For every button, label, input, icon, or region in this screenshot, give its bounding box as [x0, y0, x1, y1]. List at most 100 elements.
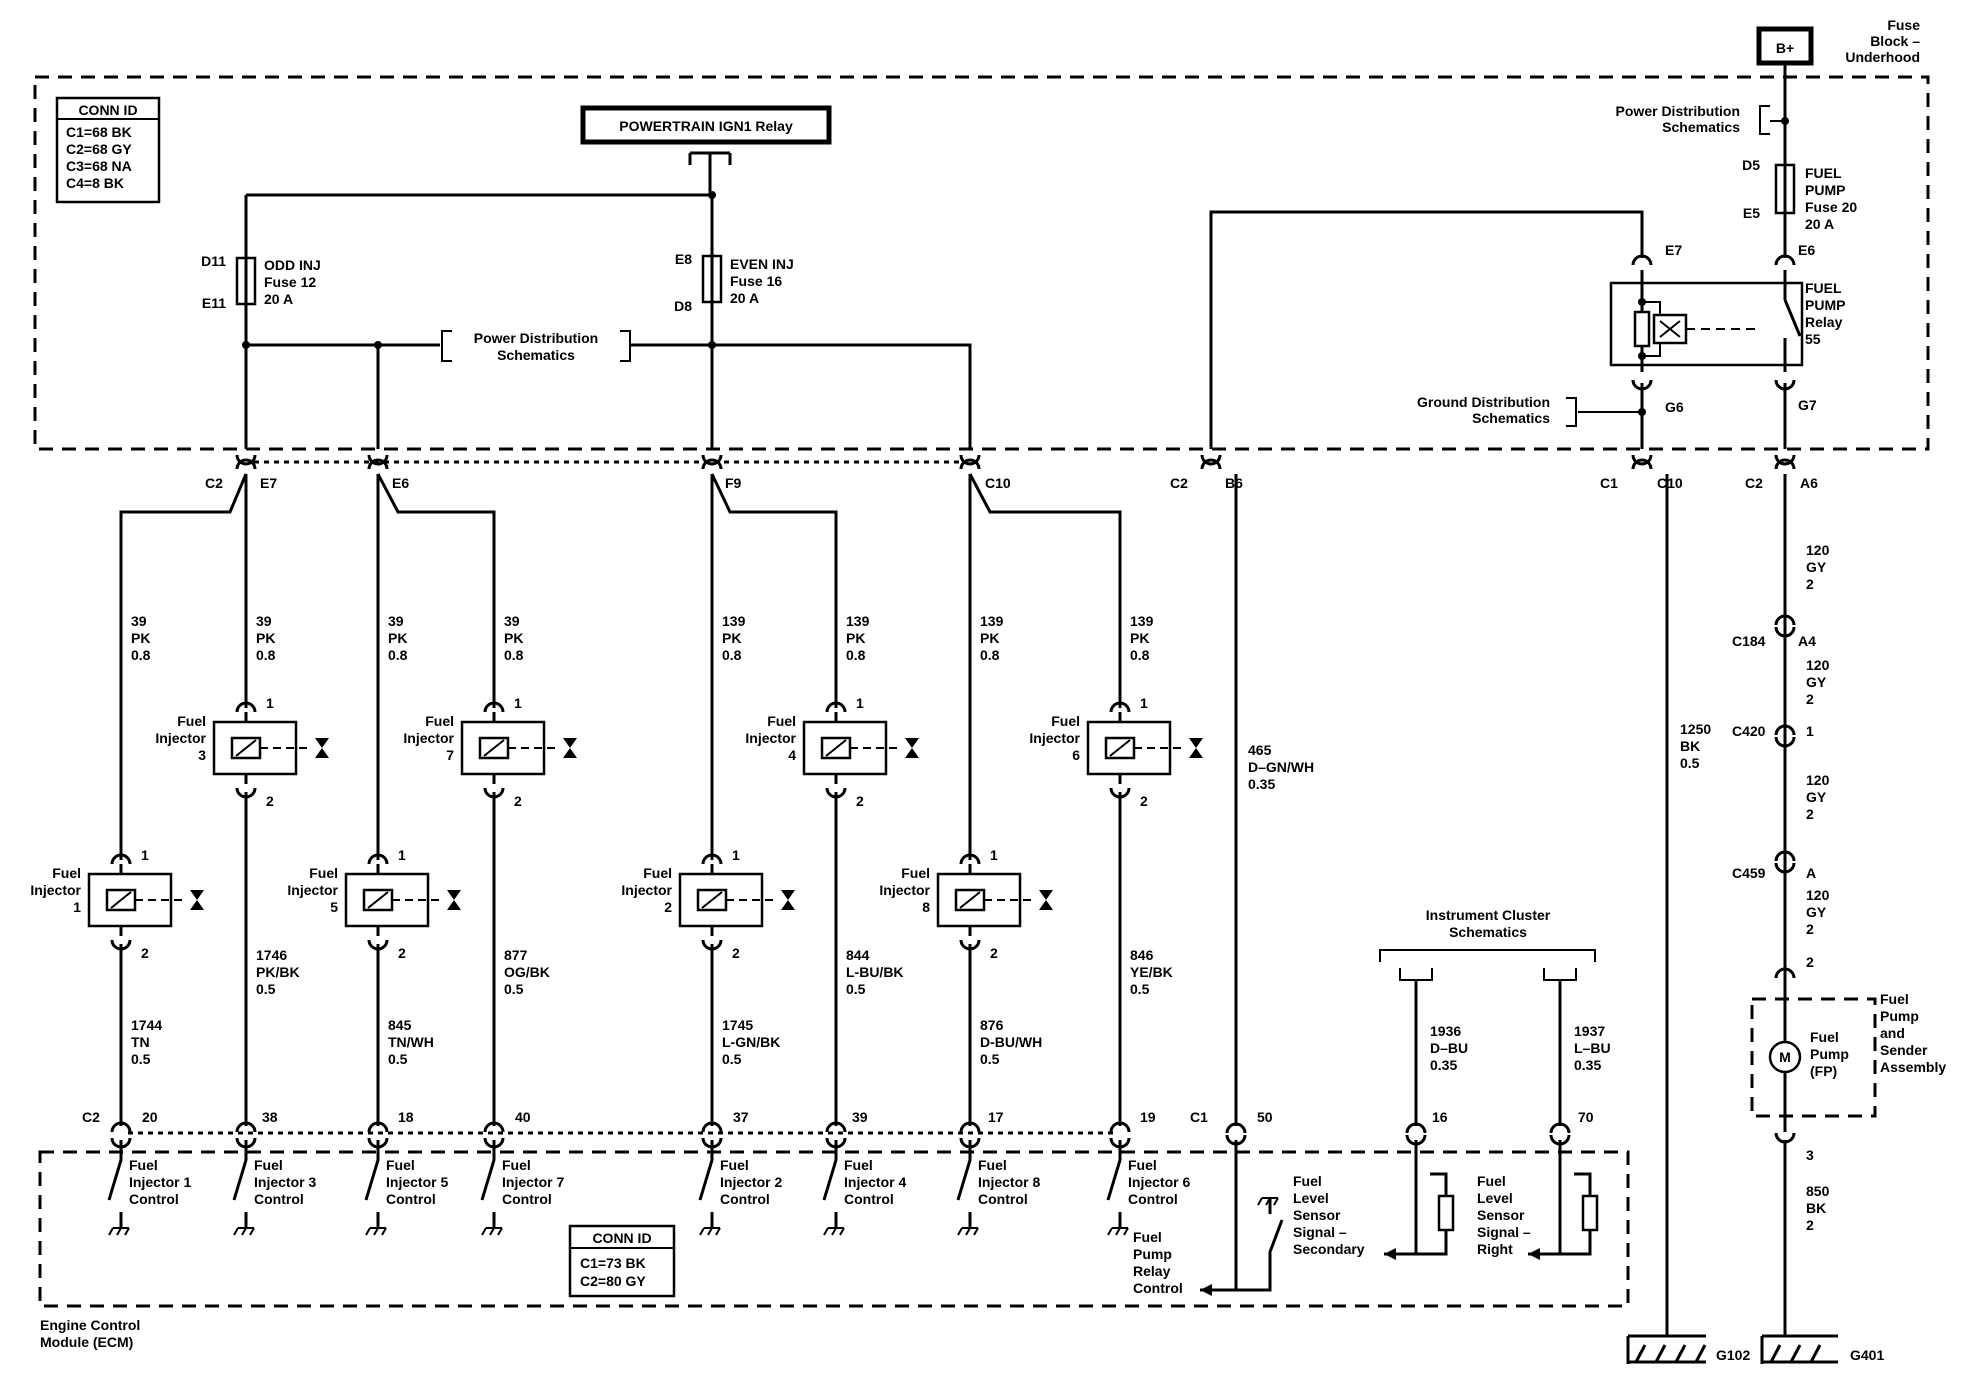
- pump-wire-label: 120: [1806, 887, 1830, 903]
- injector-pin: 2: [1140, 793, 1148, 809]
- injector-pin: 2: [266, 793, 274, 809]
- injector-pin: 2: [732, 945, 740, 961]
- wire-label-bottom: 846: [1130, 947, 1154, 963]
- svg-text:A4: A4: [1798, 633, 1816, 649]
- wire-label-bottom: 1746: [256, 947, 287, 963]
- wire-label-bottom: 0.5: [256, 981, 276, 997]
- injector-label: Injector: [745, 730, 796, 746]
- svg-text:CONN ID: CONN ID: [592, 1230, 651, 1246]
- pump-wire-label: 2: [1806, 806, 1814, 822]
- ecm-outline: [38, 1150, 1630, 1308]
- fuse-block-label-1: Fuse: [1887, 17, 1920, 33]
- svg-text:and: and: [1880, 1025, 1905, 1041]
- wire-label-top: 0.8: [846, 647, 866, 663]
- svg-text:465: 465: [1248, 742, 1272, 758]
- svg-text:EVEN INJ: EVEN INJ: [730, 256, 794, 272]
- svg-text:55: 55: [1805, 331, 1821, 347]
- svg-text:2: 2: [1806, 1217, 1814, 1233]
- injector-label: Fuel: [425, 713, 454, 729]
- injector-pin: 2: [398, 945, 406, 961]
- svg-text:E7: E7: [1665, 242, 1682, 258]
- wire-label-top: 139: [846, 613, 870, 629]
- conn-id-line: C2=68 GY: [66, 141, 132, 157]
- injector-number: 6: [1072, 747, 1080, 763]
- svg-text:Assembly: Assembly: [1880, 1059, 1946, 1075]
- svg-text:Fuel: Fuel: [1133, 1229, 1162, 1245]
- svg-text:L–BU: L–BU: [1574, 1040, 1611, 1056]
- injector-label: Injector: [403, 730, 454, 746]
- ecm-control-label: Injector 7: [502, 1174, 564, 1190]
- svg-text:Relay: Relay: [1805, 314, 1843, 330]
- injector-label: Injector: [30, 882, 81, 898]
- svg-text:A6: A6: [1800, 475, 1818, 491]
- injector-pin: 2: [856, 793, 864, 809]
- svg-text:Schematics: Schematics: [497, 347, 575, 363]
- injector-pin: 1: [990, 847, 998, 863]
- ground-g401: [1760, 1334, 1838, 1364]
- wire-label-bottom: 0.5: [846, 981, 866, 997]
- wire-label-bottom: 845: [388, 1017, 412, 1033]
- svg-text:E5: E5: [1743, 205, 1760, 221]
- pump-wire-label: 2: [1806, 921, 1814, 937]
- wire-label-top: 39: [131, 613, 147, 629]
- svg-text:70: 70: [1578, 1109, 1594, 1125]
- pump-wire-label: GY: [1806, 559, 1827, 575]
- svg-text:Signal –: Signal –: [1477, 1224, 1531, 1240]
- svg-text:19: 19: [1140, 1109, 1156, 1125]
- wire-label-bottom: 0.5: [1130, 981, 1150, 997]
- svg-text:(FP): (FP): [1810, 1063, 1837, 1079]
- svg-text:C2: C2: [205, 475, 223, 491]
- svg-text:20: 20: [142, 1109, 158, 1125]
- wire-label-bottom: D-BU/WH: [980, 1034, 1042, 1050]
- wire-label-top: 139: [980, 613, 1004, 629]
- wire-label-top: 0.8: [504, 647, 524, 663]
- pump-wire-label: GY: [1806, 674, 1827, 690]
- svg-text:Fuse 16: Fuse 16: [730, 273, 782, 289]
- wire-label-bottom: 0.5: [980, 1051, 1000, 1067]
- pump-wire-label: 2: [1806, 576, 1814, 592]
- wire-label-top: 0.8: [1130, 647, 1150, 663]
- conn-id-line: C3=68 NA: [66, 158, 132, 174]
- wire-label-top: 0.8: [256, 647, 276, 663]
- ecm-control-label: Injector 5: [386, 1174, 448, 1190]
- svg-text:1936: 1936: [1430, 1023, 1461, 1039]
- svg-text:Fuse 12: Fuse 12: [264, 274, 316, 290]
- svg-text:PUMP: PUMP: [1805, 182, 1845, 198]
- svg-text:C2: C2: [82, 1109, 100, 1125]
- wire-label-bottom: TN/WH: [388, 1034, 434, 1050]
- svg-text:C420: C420: [1732, 723, 1766, 739]
- svg-text:Fuel: Fuel: [1477, 1173, 1506, 1189]
- svg-text:C1=73 BK: C1=73 BK: [580, 1255, 646, 1271]
- svg-text:C2=80 GY: C2=80 GY: [580, 1273, 646, 1289]
- injector-label: Injector: [621, 882, 672, 898]
- pump-wire-label: 120: [1806, 657, 1830, 673]
- svg-text:39: 39: [852, 1109, 868, 1125]
- svg-text:D8: D8: [674, 298, 692, 314]
- svg-text:Fuse 20: Fuse 20: [1805, 199, 1857, 215]
- svg-text:17: 17: [988, 1109, 1004, 1125]
- svg-text:Power Distribution: Power Distribution: [474, 330, 598, 346]
- wire-label-bottom: TN: [131, 1034, 150, 1050]
- svg-text:C184: C184: [1732, 633, 1766, 649]
- ecm-control-label: Injector 1: [129, 1174, 191, 1190]
- svg-text:Secondary: Secondary: [1293, 1241, 1365, 1257]
- svg-text:FUEL: FUEL: [1805, 280, 1842, 296]
- wire-label-top: PK: [256, 630, 275, 646]
- wire-label-top: PK: [388, 630, 407, 646]
- ground-g102: [1626, 1334, 1707, 1364]
- ecm-control-label: Injector 3: [254, 1174, 316, 1190]
- injector-number: 2: [664, 899, 672, 915]
- svg-text:Pump: Pump: [1133, 1246, 1172, 1262]
- ecm-control-label: Fuel: [978, 1157, 1007, 1173]
- svg-text:C1: C1: [1190, 1109, 1208, 1125]
- injector-pin: 2: [141, 945, 149, 961]
- svg-text:D–GN/WH: D–GN/WH: [1248, 759, 1314, 775]
- svg-text:CONN ID: CONN ID: [78, 102, 137, 118]
- svg-text:Pump: Pump: [1810, 1046, 1849, 1062]
- conn-id-line: C1=68 BK: [66, 124, 132, 140]
